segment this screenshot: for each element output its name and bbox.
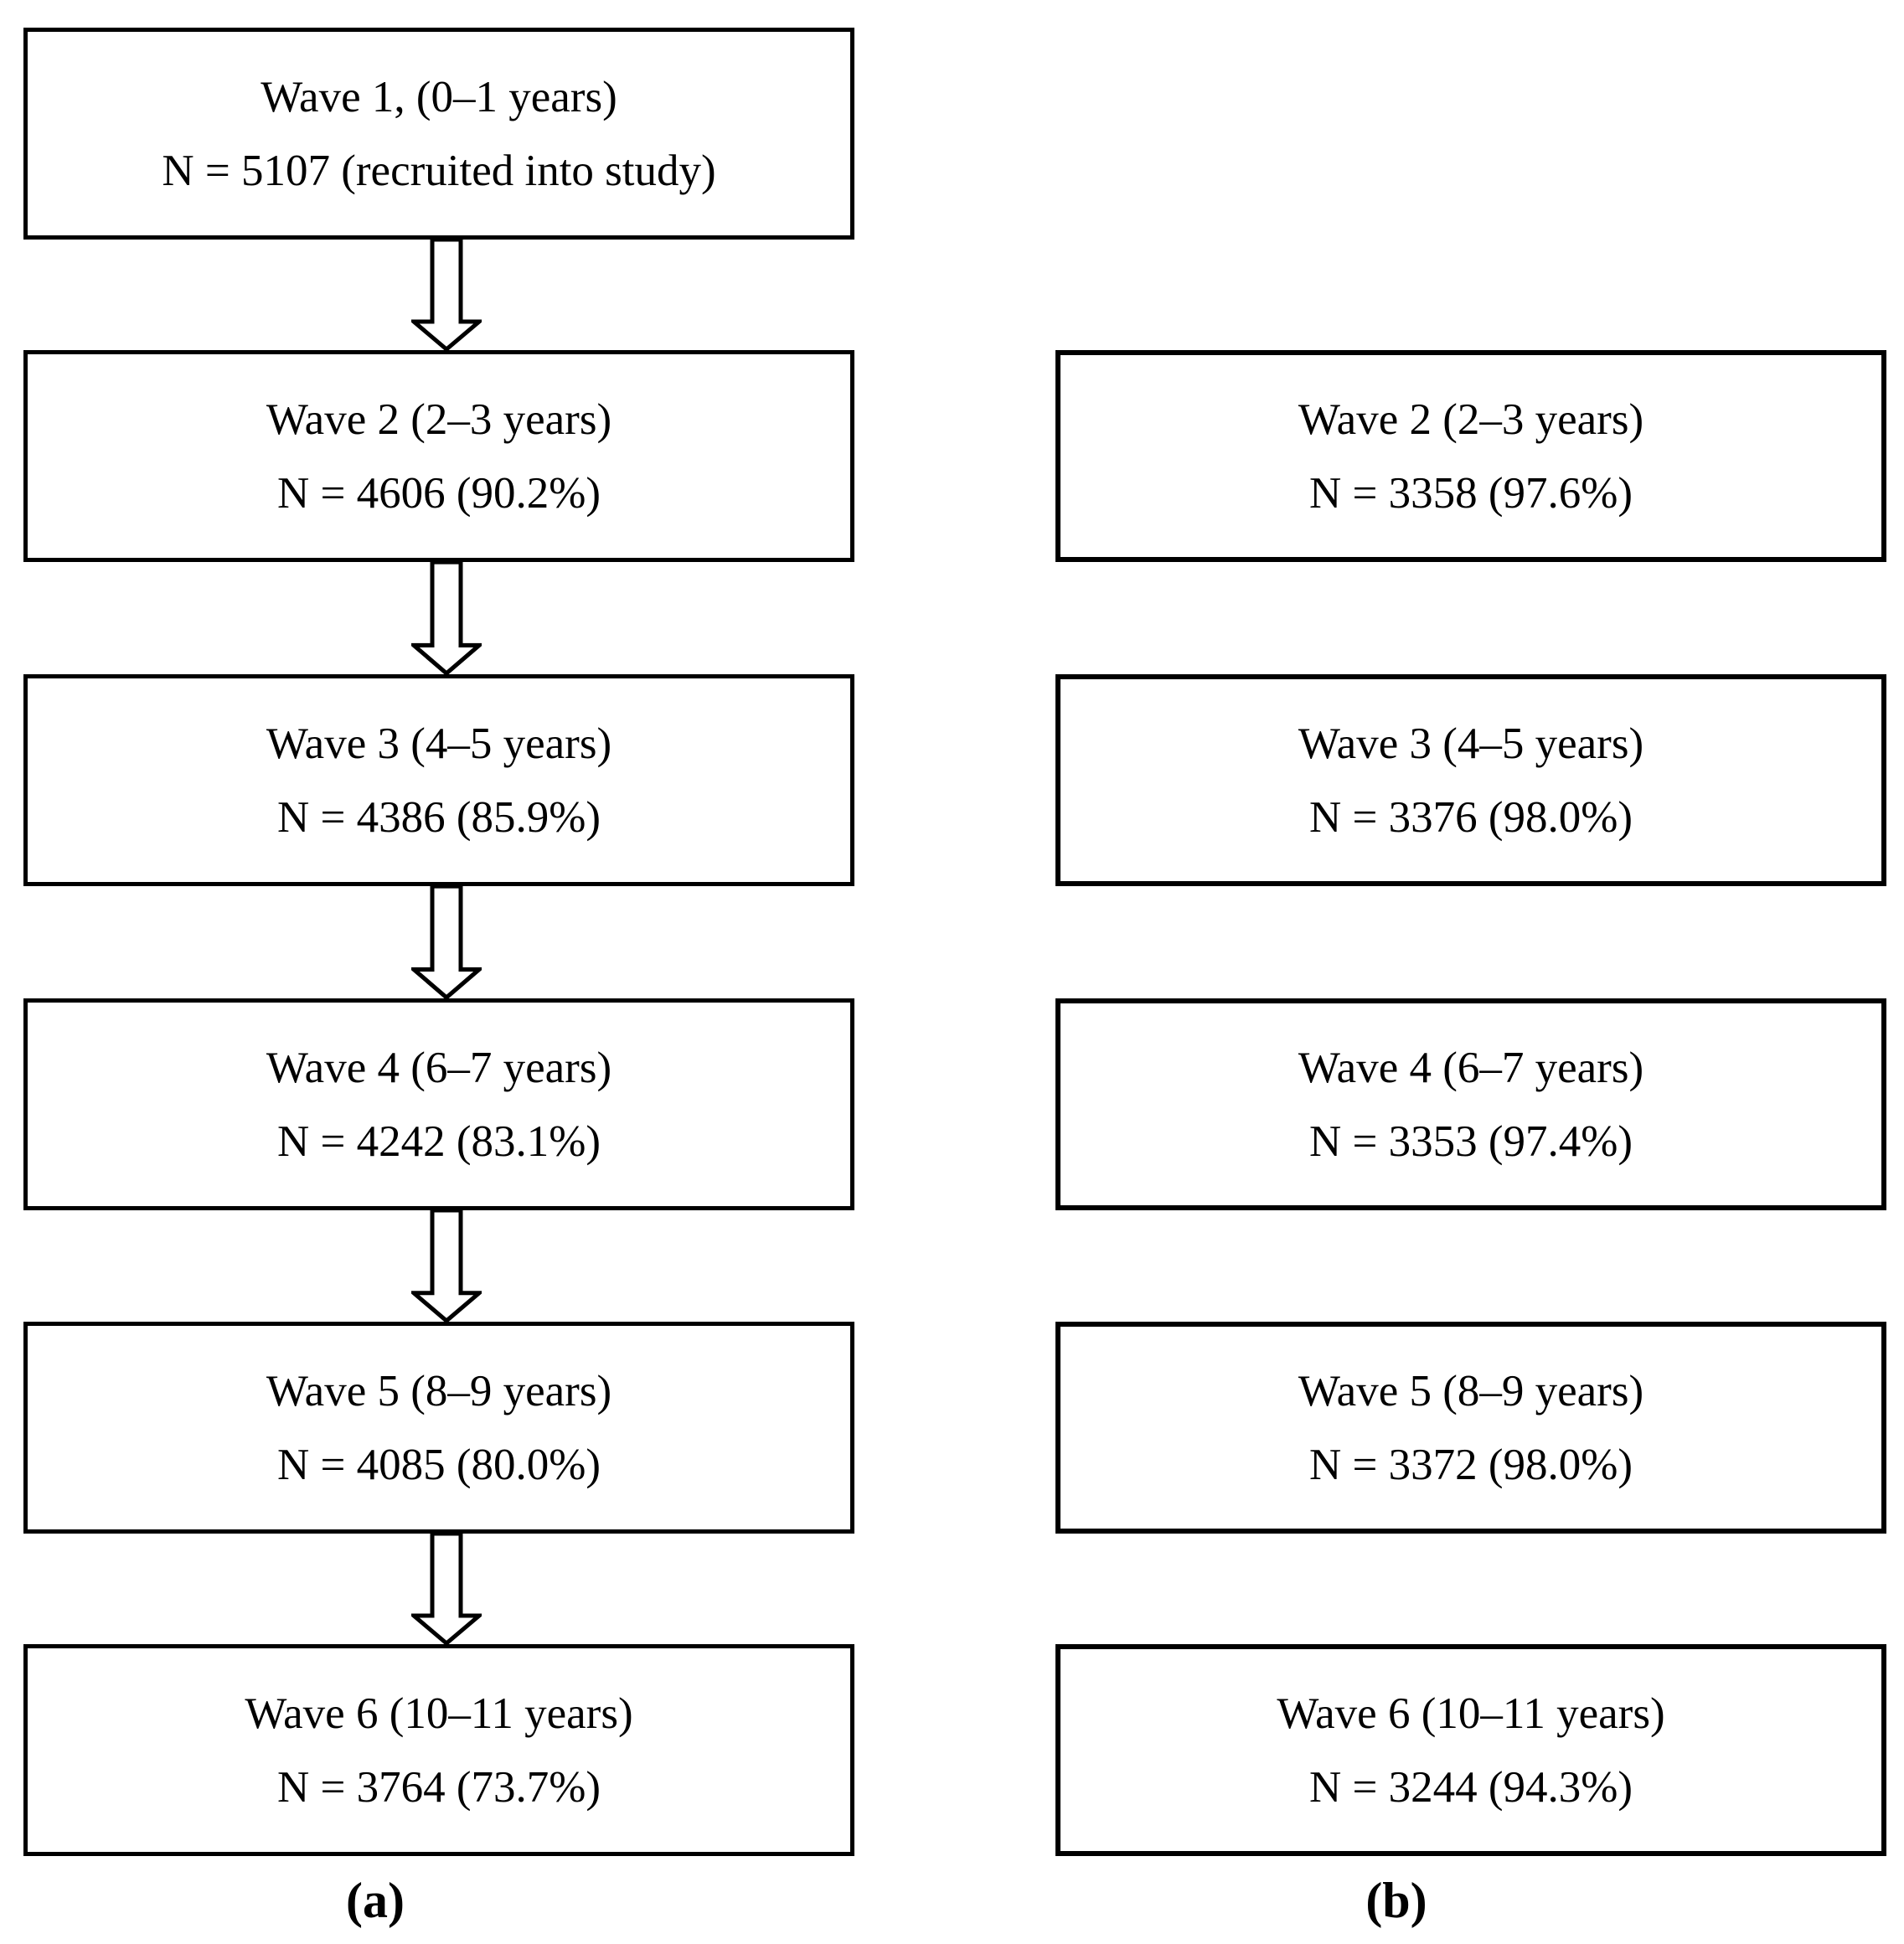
down-arrow-icon xyxy=(411,1209,482,1323)
wave-count: N = 4085 (80.0%) xyxy=(276,1440,601,1489)
flow-box-b-wave3: Wave 3 (4–5 years) N = 3376 (98.0%) xyxy=(1055,674,1886,886)
wave-count: N = 4606 (90.2%) xyxy=(276,468,601,518)
wave-label: Wave 2 (2–3 years) xyxy=(266,394,612,444)
flow-box-a-wave5: Wave 5 (8–9 years) N = 4085 (80.0%) xyxy=(23,1322,854,1534)
down-arrow-icon xyxy=(411,1532,482,1646)
down-arrow-icon xyxy=(411,884,482,1000)
panel-a-caption: (a) xyxy=(346,1873,405,1928)
flow-box-a-wave3: Wave 3 (4–5 years) N = 4386 (85.9%) xyxy=(23,674,854,886)
wave-label: Wave 2 (2–3 years) xyxy=(1298,394,1644,444)
wave-label: Wave 6 (10–11 years) xyxy=(245,1689,633,1738)
wave-label: Wave 6 (10–11 years) xyxy=(1277,1689,1665,1738)
wave-label: Wave 4 (6–7 years) xyxy=(266,1043,612,1092)
wave-label: Wave 4 (6–7 years) xyxy=(1298,1043,1644,1092)
wave-count: N = 3764 (73.7%) xyxy=(276,1762,601,1812)
wave-count: N = 3372 (98.0%) xyxy=(1308,1440,1633,1489)
flow-box-b-wave2: Wave 2 (2–3 years) N = 3358 (97.6%) xyxy=(1055,350,1886,562)
wave-count: N = 3353 (97.4%) xyxy=(1308,1116,1633,1166)
panel-b-caption: (b) xyxy=(1365,1873,1427,1928)
wave-label: Wave 5 (8–9 years) xyxy=(266,1366,612,1415)
down-arrow-icon xyxy=(411,238,482,352)
wave-count: N = 3244 (94.3%) xyxy=(1308,1762,1633,1812)
flow-box-a-wave6: Wave 6 (10–11 years) N = 3764 (73.7%) xyxy=(23,1644,854,1856)
flow-box-a-wave2: Wave 2 (2–3 years) N = 4606 (90.2%) xyxy=(23,350,854,562)
wave-count: N = 3358 (97.6%) xyxy=(1308,468,1633,518)
wave-count: N = 4386 (85.9%) xyxy=(276,792,601,842)
wave-label: Wave 3 (4–5 years) xyxy=(266,719,612,768)
wave-count: N = 5107 (recruited into study) xyxy=(162,146,716,195)
down-arrow-icon xyxy=(411,560,482,676)
wave-count: N = 3376 (98.0%) xyxy=(1308,792,1633,842)
wave-label: Wave 1, (0–1 years) xyxy=(261,72,617,121)
flow-box-b-wave4: Wave 4 (6–7 years) N = 3353 (97.4%) xyxy=(1055,998,1886,1210)
wave-label: Wave 5 (8–9 years) xyxy=(1298,1366,1644,1415)
flow-box-b-wave6: Wave 6 (10–11 years) N = 3244 (94.3%) xyxy=(1055,1644,1886,1856)
flow-box-a-wave4: Wave 4 (6–7 years) N = 4242 (83.1%) xyxy=(23,998,854,1210)
flow-box-b-wave5: Wave 5 (8–9 years) N = 3372 (98.0%) xyxy=(1055,1322,1886,1534)
wave-label: Wave 3 (4–5 years) xyxy=(1298,719,1644,768)
flow-box-a-wave1: Wave 1, (0–1 years) N = 5107 (recruited … xyxy=(23,28,854,240)
wave-count: N = 4242 (83.1%) xyxy=(276,1116,601,1166)
